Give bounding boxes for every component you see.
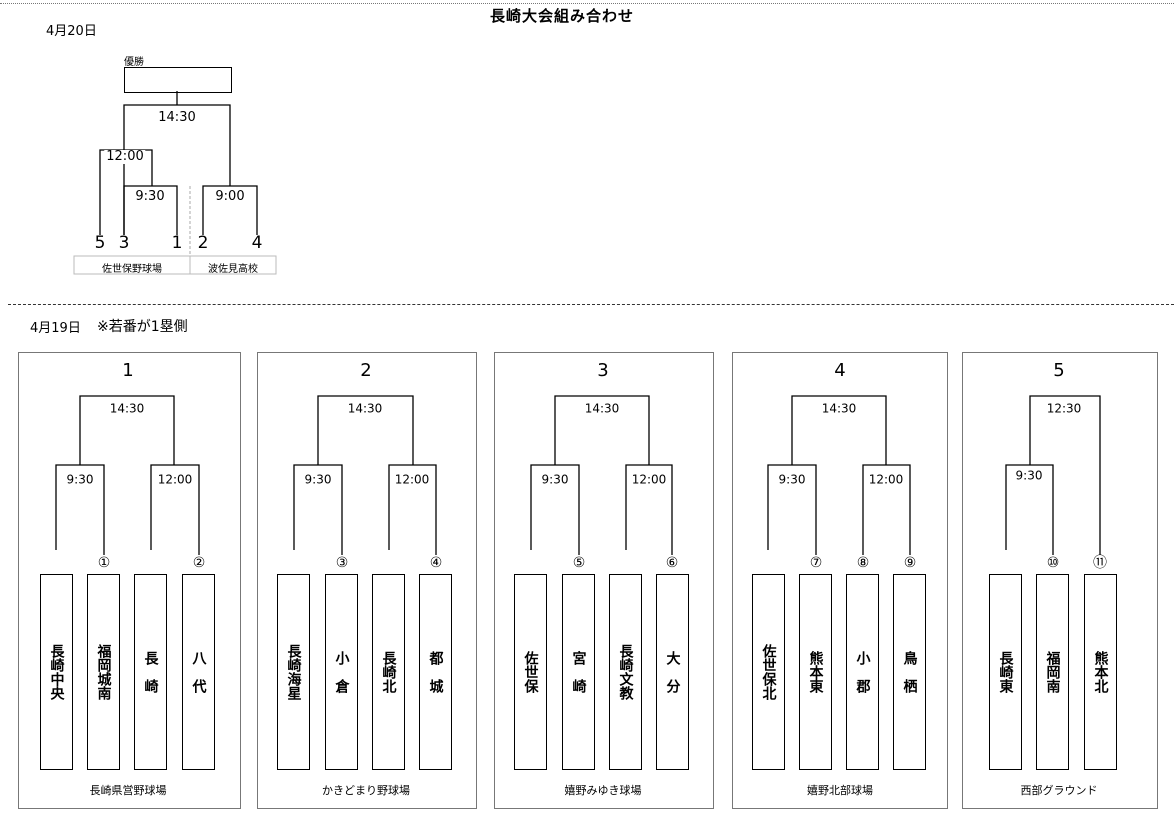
match-time: 14:30 — [819, 401, 859, 416]
section-divider — [8, 304, 1174, 305]
match-time: 12:00 — [392, 472, 432, 487]
day1-date: 4月19日 — [30, 321, 81, 336]
team-box: 佐世保 — [514, 574, 547, 770]
day2-final-time: 14:30 — [156, 110, 198, 125]
venue-label: 嬉野北部球場 — [807, 784, 873, 797]
team-box: 宮 崎 — [562, 574, 595, 770]
seed-number: ② — [192, 555, 206, 571]
team-box: 長崎中央 — [40, 574, 73, 770]
venue-label: 嬉野みゆき球場 — [564, 784, 642, 797]
team-box: 八 代 — [182, 574, 215, 770]
match-time: 14:30 — [582, 401, 622, 416]
team-box: 長崎東 — [989, 574, 1022, 770]
match-time: 12:30 — [1044, 401, 1084, 416]
day2-date: 4月20日 — [46, 24, 97, 39]
venue-label: 長崎県営野球場 — [89, 784, 167, 797]
team-box: 長崎海星 — [277, 574, 310, 770]
day2-qf-left-time: 9:30 — [133, 189, 167, 204]
team-box: 都 城 — [419, 574, 452, 770]
day2-slot: 5 — [94, 233, 106, 253]
match-time: 9:30 — [302, 472, 334, 487]
match-time: 14:30 — [345, 401, 385, 416]
day2-slot: 1 — [171, 233, 183, 253]
team-box: 長崎北 — [372, 574, 405, 770]
seed-number: ⑥ — [665, 555, 679, 571]
team-box: 鳥 栖 — [893, 574, 926, 770]
match-time: 14:30 — [107, 401, 147, 416]
seed-number: ⑤ — [572, 555, 586, 571]
match-time: 12:00 — [866, 472, 906, 487]
match-time: 12:00 — [155, 472, 195, 487]
day2-venue: 波佐見高校 — [208, 264, 258, 275]
seed-number: ③ — [335, 555, 349, 571]
block-number: 2 — [360, 360, 372, 381]
match-time: 9:30 — [776, 472, 808, 487]
day2-qf-right-time: 9:00 — [213, 189, 247, 204]
team-box: 佐世保北 — [752, 574, 785, 770]
venue-label: 西部グラウンド — [1020, 784, 1098, 797]
day2-slot: 4 — [251, 233, 263, 253]
team-box: 小 郡 — [846, 574, 879, 770]
top-divider — [0, 3, 1174, 4]
day1-note: ※若番が1塁側 — [97, 319, 188, 335]
block-number: 3 — [597, 360, 609, 381]
seed-number: ⑦ — [809, 555, 823, 571]
team-box: 福岡城南 — [87, 574, 120, 770]
block-number: 5 — [1053, 360, 1065, 381]
team-box: 熊本北 — [1084, 574, 1117, 770]
team-box: 大 分 — [656, 574, 689, 770]
match-time: 9:30 — [539, 472, 571, 487]
seed-number: ⑨ — [903, 555, 917, 571]
block-number: 1 — [122, 360, 134, 381]
champion-box — [124, 67, 232, 93]
final-label: 優勝 — [124, 57, 144, 68]
match-time: 12:00 — [629, 472, 669, 487]
seed-number: ④ — [429, 555, 443, 571]
match-time: 9:30 — [1013, 468, 1045, 483]
day2-slot: 2 — [197, 233, 209, 253]
team-box: 熊本東 — [799, 574, 832, 770]
seed-number: ⑪ — [1093, 555, 1107, 571]
day2-slot: 3 — [118, 233, 130, 253]
team-box: 福岡南 — [1036, 574, 1069, 770]
team-box: 小 倉 — [325, 574, 358, 770]
page-title: 長崎大会組み合わせ — [490, 7, 635, 25]
team-box: 長崎文教 — [609, 574, 642, 770]
day2-semi-time: 12:00 — [104, 149, 146, 164]
venue-label: かきどまり野球場 — [322, 784, 410, 797]
day2-venue: 佐世保野球場 — [102, 264, 162, 275]
match-time: 9:30 — [64, 472, 96, 487]
seed-number: ⑧ — [856, 555, 870, 571]
seed-number: ⑩ — [1046, 555, 1060, 571]
team-box: 長 崎 — [134, 574, 167, 770]
seed-number: ① — [97, 555, 111, 571]
block-number: 4 — [834, 360, 846, 381]
